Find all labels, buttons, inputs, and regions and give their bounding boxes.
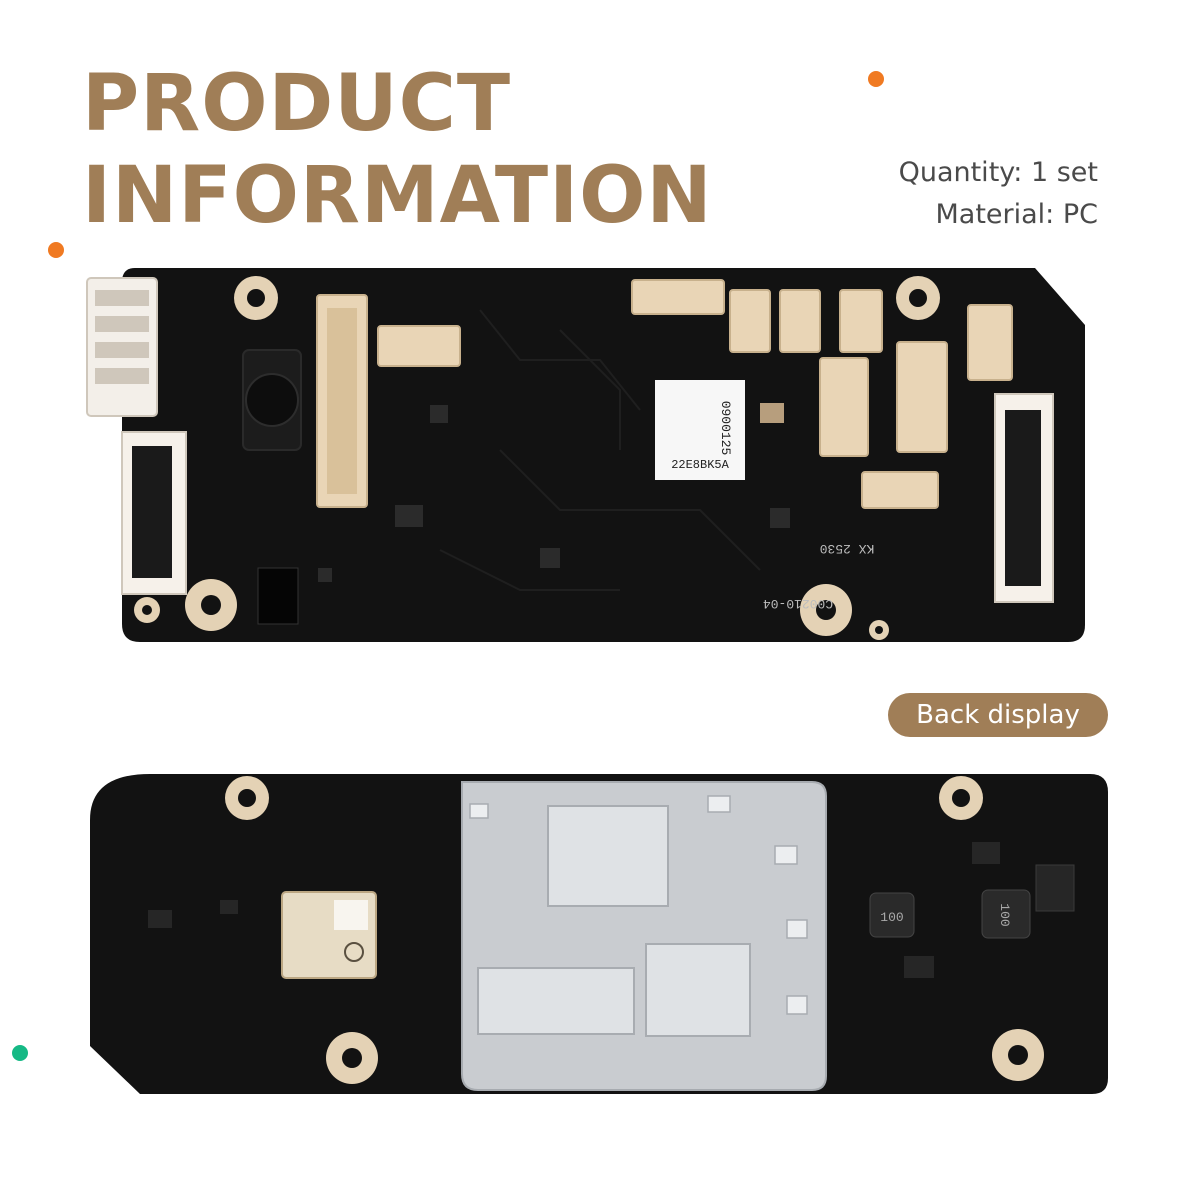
- small-connectors: [377, 279, 1013, 509]
- back-display-badge: Back display: [888, 693, 1108, 737]
- serial-sticker: [655, 380, 745, 480]
- mounting-holes: [134, 276, 940, 640]
- back-circuit-board-image: 100 100: [90, 774, 1108, 1094]
- decorative-dot-orange: [48, 242, 64, 258]
- front-circuit-board-image: 0900125 22E8BK5A KX 2530 C00210-04: [86, 268, 1085, 642]
- title-line-1: PRODUCT: [82, 59, 512, 149]
- product-specs: Quantity: 1 set Material: PC: [899, 152, 1098, 236]
- quantity-text: Quantity: 1 set: [898, 157, 1098, 188]
- sticker-text-2: 22E8BK5A: [671, 458, 729, 472]
- pcb-traces: [439, 309, 761, 591]
- inductor-label-1: 100: [880, 910, 903, 925]
- title-line-2: INFORMATION: [82, 151, 713, 241]
- silk-part-text: C00210-04: [763, 596, 833, 611]
- ic-chips: [257, 403, 790, 625]
- page-title: PRODUCT INFORMATION: [82, 58, 713, 242]
- inductor-1: [869, 892, 915, 938]
- material-text: Material: PC: [935, 199, 1098, 230]
- inductor-2: [981, 889, 1031, 939]
- inductor-label-2: 100: [997, 903, 1012, 926]
- mounting-holes: [225, 776, 1044, 1084]
- decorative-dot-green: [12, 1045, 28, 1061]
- ic-chips: [148, 842, 1075, 978]
- sticker-text-1: 0900125: [718, 401, 733, 456]
- silk-code-text: KX 2530: [820, 541, 875, 556]
- decorative-dot-orange: [868, 71, 884, 87]
